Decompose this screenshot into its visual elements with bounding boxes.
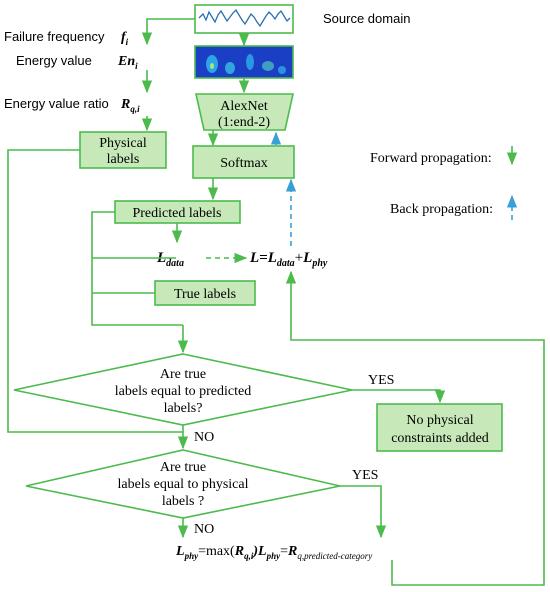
svg-text:labels ?: labels ? xyxy=(162,494,204,509)
svg-text:labels equal to physical: labels equal to physical xyxy=(117,477,248,492)
energy-value-symbol: Eni xyxy=(117,54,138,71)
svg-text:labels equal to predicted: labels equal to predicted xyxy=(115,384,251,399)
arrow-physics-loss-to-total xyxy=(285,270,545,586)
alexnet-label: AlexNet xyxy=(220,99,268,114)
svg-text:Are true: Are true xyxy=(160,367,206,382)
svg-text:labels: labels xyxy=(107,152,140,167)
svg-text:No physical: No physical xyxy=(406,413,473,428)
energy-value-label: Energy value xyxy=(16,53,92,68)
source-domain-label: Source domain xyxy=(323,11,410,26)
softmax-box: Softmax xyxy=(192,145,295,179)
arrow-yes-to-no-physical xyxy=(352,389,446,404)
physical-labels-box: Physical labels xyxy=(79,131,167,169)
decision-predicted: Are true labels equal to predicted label… xyxy=(13,353,353,426)
svg-text:Predicted labels: Predicted labels xyxy=(132,206,221,221)
svg-text:Physical: Physical xyxy=(99,136,147,151)
physics-loss-formula: Lphy=max(Rq,i)Lphy=Rq,predicted-category xyxy=(175,544,372,561)
connector-predicted-true xyxy=(91,211,183,326)
svg-text:True labels: True labels xyxy=(174,287,236,302)
legend-forward-label: Forward propagation: xyxy=(370,151,492,166)
alexnet-sublabel: (1:end-2) xyxy=(218,115,270,130)
spectrogram-image xyxy=(194,45,294,79)
yes-label-2: YES xyxy=(352,468,378,483)
decision-physical: Are true labels equal to physical labels… xyxy=(25,449,341,519)
energy-ratio-label: Energy value ratio xyxy=(4,96,109,111)
svg-text:labels?: labels? xyxy=(164,401,203,416)
failure-frequency-symbol: fi xyxy=(121,30,129,47)
svg-text:Are true: Are true xyxy=(160,460,206,475)
source-waveform-image xyxy=(194,4,294,34)
legend-back-label: Back propagation: xyxy=(390,202,493,217)
no-label-1: NO xyxy=(194,430,214,445)
energy-ratio-symbol: Rq,i xyxy=(120,97,140,114)
failure-frequency-label: Failure frequency xyxy=(4,29,105,44)
true-labels-box: True labels xyxy=(154,280,256,306)
connector-physical-to-decision-2 xyxy=(7,149,183,433)
l-data-term: Ldata xyxy=(156,250,184,269)
predicted-labels-box: Predicted labels xyxy=(114,200,241,224)
arrow-yes-to-formula xyxy=(340,485,387,539)
total-loss-formula: L=Ldata+Lphy xyxy=(249,250,328,269)
arrow-source-to-frequency xyxy=(141,18,195,46)
alexnet-block: AlexNet (1:end-2) xyxy=(195,93,294,131)
svg-text:constraints added: constraints added xyxy=(391,431,489,446)
no-label-2: NO xyxy=(194,522,214,537)
no-physical-constraints-box: No physical constraints added xyxy=(376,403,503,452)
yes-label-1: YES xyxy=(368,373,394,388)
svg-text:Softmax: Softmax xyxy=(220,156,267,171)
